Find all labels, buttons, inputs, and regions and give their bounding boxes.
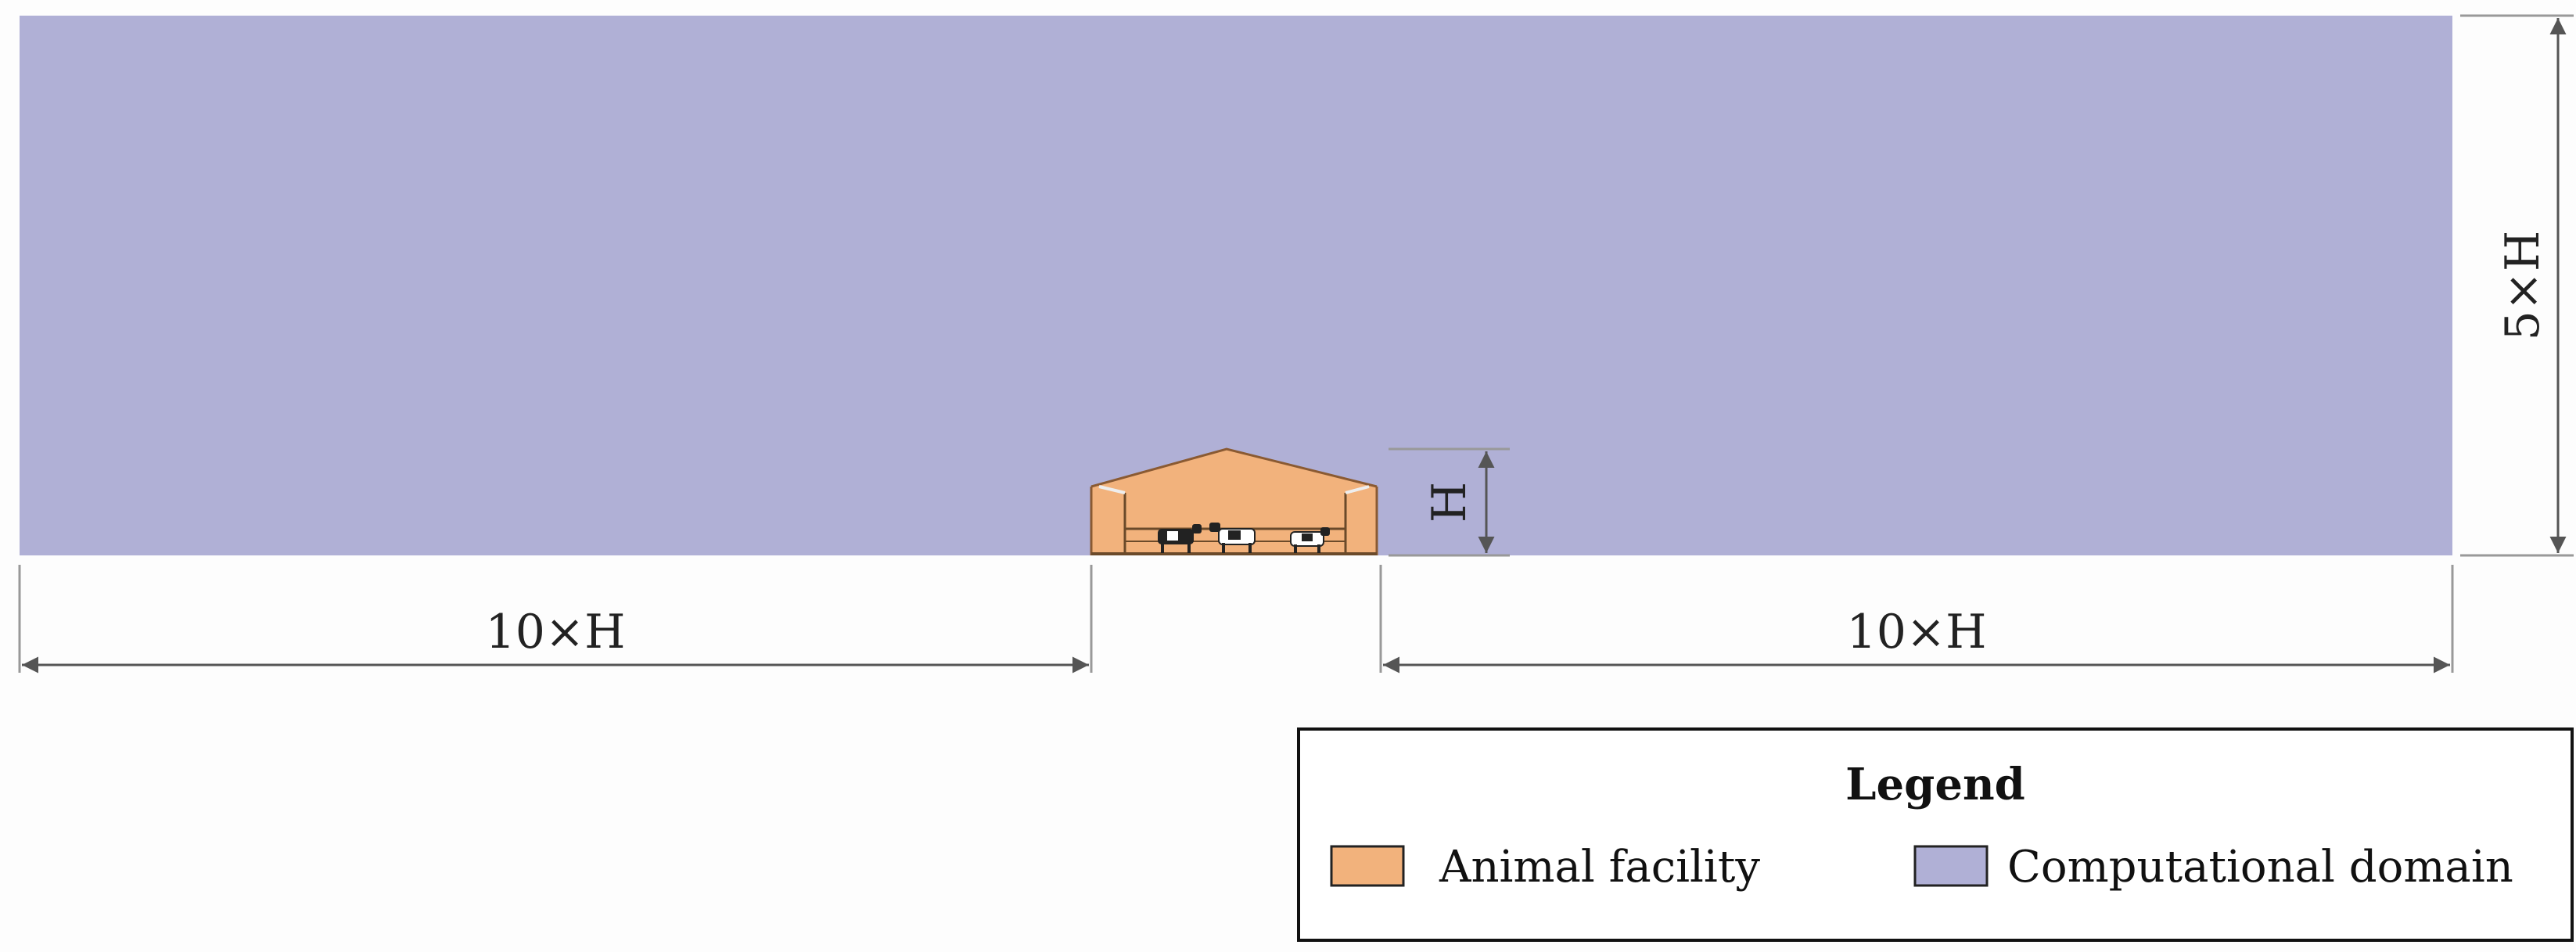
- height-dimension-label: 5×H: [2495, 231, 2550, 341]
- legend-label-animal-facility: Animal facility: [1439, 842, 1760, 893]
- legend-box: [1297, 727, 2574, 942]
- cow-icon: [1290, 527, 1330, 553]
- cow-icon: [1209, 523, 1256, 553]
- cow-icon: [1158, 524, 1202, 553]
- extension-lines: [18, 14, 2574, 673]
- building-height-dimension-label: H: [1422, 482, 1477, 523]
- legend: Legend Animal facility Computational dom…: [1297, 727, 2574, 942]
- legend-label-computational-domain: Computational domain: [2007, 842, 2513, 893]
- downstream-dimension-label: 10×H: [1847, 605, 1987, 659]
- legend-swatch-animal-facility: [1330, 845, 1405, 887]
- legend-title: Legend: [1845, 759, 2025, 810]
- animal-facility: [1090, 447, 1378, 555]
- upstream-dimension-label: 10×H: [486, 605, 626, 659]
- legend-swatch-computational-domain: [1913, 845, 1989, 887]
